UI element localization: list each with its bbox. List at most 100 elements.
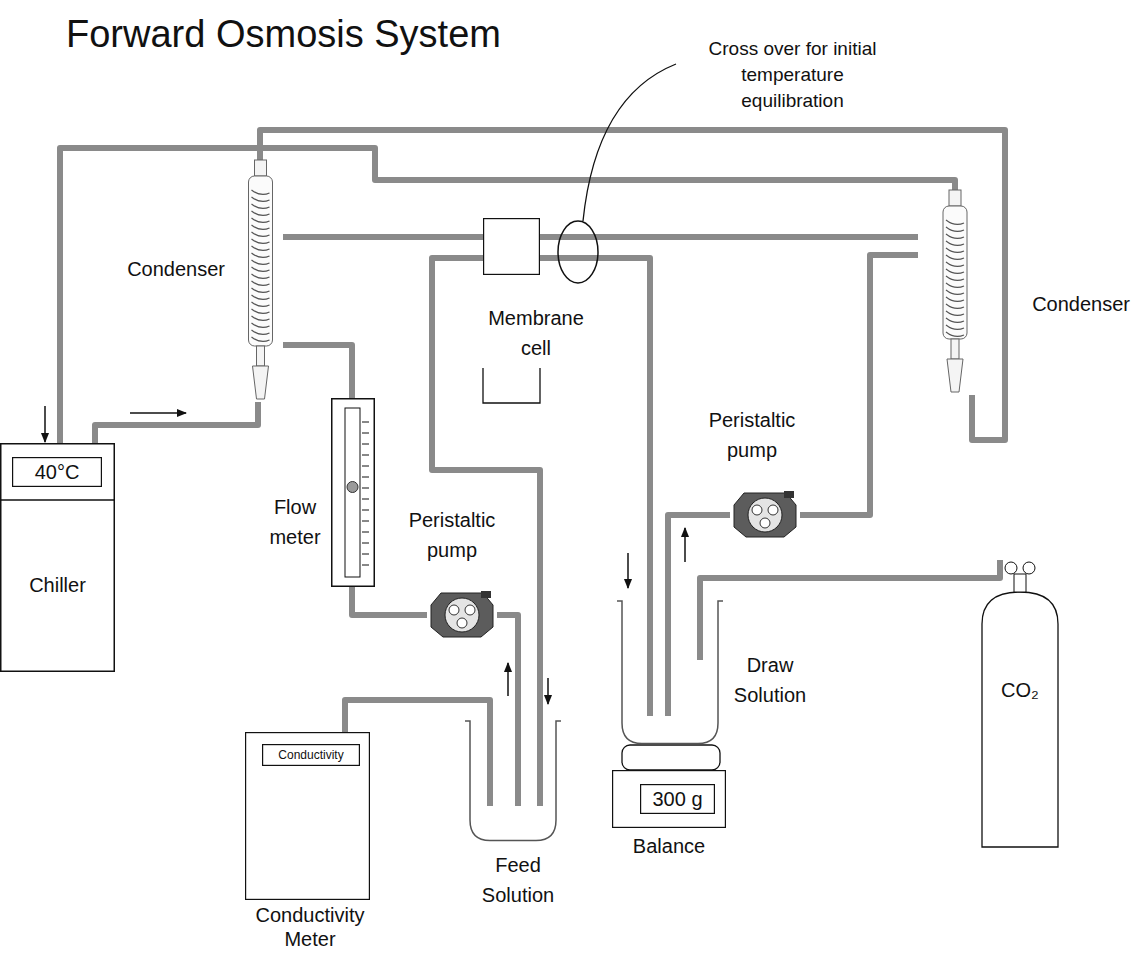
conductivity-display: Conductivity xyxy=(262,744,360,766)
conductivity-meter: Conductivity MeterConductivity xyxy=(245,732,370,900)
drawing-stroke xyxy=(252,190,270,341)
part-label: Condenser xyxy=(1020,292,1130,316)
drawing-stroke xyxy=(784,491,794,498)
drawing-stroke xyxy=(1005,562,1017,574)
tubing xyxy=(260,130,1005,440)
condenser: Condenser xyxy=(238,160,283,402)
drawing-stroke xyxy=(362,488,369,489)
peristaltic-pump-outline xyxy=(730,489,800,541)
drawing-stroke xyxy=(627,553,629,588)
drawing-stroke xyxy=(768,505,778,515)
drawing-stroke xyxy=(13,458,102,487)
drawing-stroke xyxy=(249,176,273,346)
peristaltic-pump-outline xyxy=(427,589,497,641)
tubing xyxy=(60,148,955,443)
callout-label: Cross over for initial temperature equil… xyxy=(690,36,895,114)
drawing-stroke xyxy=(431,593,493,637)
drawing-stroke xyxy=(332,399,375,587)
drawing-stroke xyxy=(449,605,459,615)
condenser: Condenser xyxy=(918,190,992,395)
drawing-stroke xyxy=(487,720,493,806)
drawing-stroke xyxy=(362,455,369,456)
display-text: 300 g xyxy=(640,787,715,811)
drawing-stroke xyxy=(943,206,967,339)
drawing-stroke xyxy=(697,600,703,660)
tubing xyxy=(283,234,483,240)
part-label: Flow meter xyxy=(262,492,328,552)
co2-cylinder-outline xyxy=(980,560,1060,848)
drawing-stroke xyxy=(362,521,369,522)
draw-beaker: Draw Solution xyxy=(620,600,720,745)
membrane-cell: Membrane cell xyxy=(483,218,540,275)
drawing-stroke xyxy=(647,600,653,716)
drawing-stroke xyxy=(345,408,360,577)
drawing-stroke xyxy=(362,433,369,434)
tubing xyxy=(800,255,918,515)
drawing-stroke xyxy=(257,346,265,366)
drawing-stroke xyxy=(947,359,963,392)
drawing-stroke xyxy=(362,466,369,467)
drawing-stroke xyxy=(362,422,369,423)
drawing-stroke xyxy=(734,493,796,537)
part-label: Feed Solution xyxy=(468,850,568,910)
mass-display: 300 g xyxy=(640,784,715,814)
drawing-stroke xyxy=(760,518,770,528)
drawing-stroke xyxy=(1014,574,1026,592)
drawing-stroke xyxy=(547,678,549,704)
tubing xyxy=(95,402,258,443)
drawing-stroke xyxy=(362,554,369,555)
drawing-stroke xyxy=(613,771,726,828)
drawing-stroke xyxy=(347,482,358,493)
drawing-stroke xyxy=(457,618,467,628)
part-label: Condenser xyxy=(95,257,225,281)
drawing-stroke xyxy=(507,663,509,696)
drawing-stroke xyxy=(752,505,762,515)
drawing-stroke xyxy=(748,498,782,532)
tube-group xyxy=(60,130,1005,732)
drawing-stroke xyxy=(982,592,1058,847)
drawing-stroke xyxy=(44,406,46,442)
leader-line xyxy=(583,64,676,221)
tubing xyxy=(497,615,518,720)
drawing-stroke xyxy=(0,499,115,501)
drawing-stroke xyxy=(641,785,715,814)
tubing xyxy=(283,345,352,398)
balance: Balance300 g xyxy=(612,770,726,828)
drawing-stroke xyxy=(362,565,369,566)
drawing-stroke xyxy=(684,528,686,562)
drawing-stroke xyxy=(255,160,267,176)
drawing-stroke xyxy=(263,745,360,766)
drawing-stroke xyxy=(515,720,521,806)
membrane-cell-outline xyxy=(483,218,540,275)
feed-beaker: Feed Solution xyxy=(468,720,558,842)
draw-beaker-outline xyxy=(620,600,720,745)
drawing-stroke xyxy=(665,600,671,716)
part-label: Draw Solution xyxy=(725,650,815,710)
drawing-stroke xyxy=(484,219,540,275)
flow-meter-outline xyxy=(331,398,375,587)
cell-stand xyxy=(483,368,540,403)
feed-beaker-outline xyxy=(468,720,558,842)
drawing-stroke xyxy=(253,366,269,399)
display-text: Conductivity xyxy=(262,748,360,762)
drawing-stroke xyxy=(481,591,491,598)
balance-plate xyxy=(622,745,720,770)
tubing xyxy=(700,560,1000,600)
drawing-stroke xyxy=(1,444,115,672)
drawing-stroke xyxy=(946,220,964,336)
condenser-outline xyxy=(238,160,283,402)
drawing-stroke xyxy=(362,477,369,478)
drawing-stroke xyxy=(1023,562,1035,574)
drawing-stroke xyxy=(617,601,723,744)
diagram-title: Forward Osmosis System xyxy=(66,12,501,56)
part-label: Membrane cell xyxy=(476,303,596,363)
drawing-stroke xyxy=(445,598,479,632)
drawing-stroke xyxy=(246,733,370,900)
condenser-outline xyxy=(918,190,992,395)
drawing-stroke xyxy=(130,412,186,414)
drawing-stroke xyxy=(949,190,961,206)
drawing-stroke xyxy=(362,499,369,500)
drawing-stroke xyxy=(362,444,369,445)
